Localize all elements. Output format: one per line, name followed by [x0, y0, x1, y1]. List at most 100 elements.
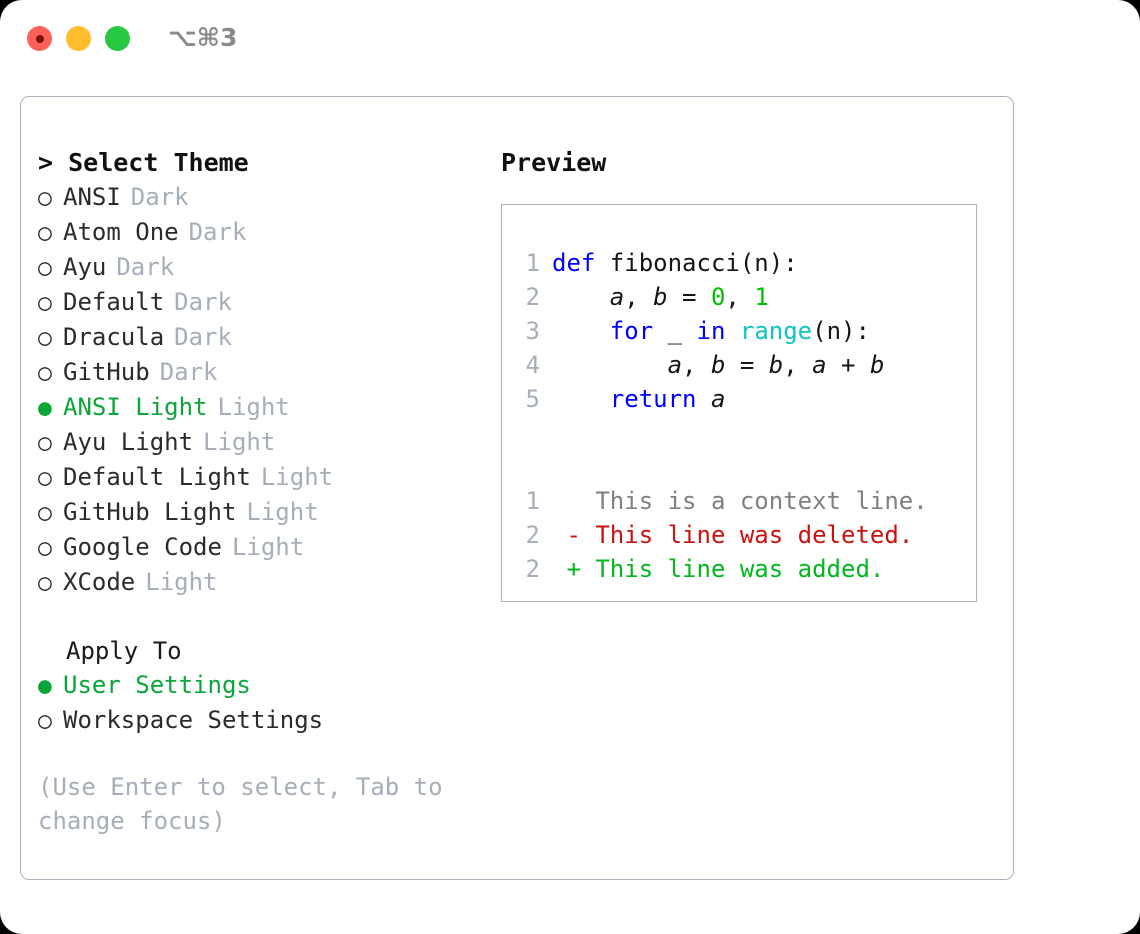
maximize-window-icon[interactable] — [105, 26, 130, 51]
apply-to-heading: Apply To — [66, 637, 182, 665]
keyboard-hint-text: (Use Enter to select, Tab to change focu… — [38, 773, 443, 835]
theme-option-variant-badge: Light — [203, 428, 276, 456]
minimize-window-icon[interactable] — [66, 26, 91, 51]
code-token: in — [696, 317, 726, 345]
code-token: b — [710, 351, 726, 379]
radio-selected-icon: ● — [38, 395, 52, 421]
theme-option-variant-badge: Light — [231, 533, 305, 561]
code-token: , — [624, 283, 654, 311]
code-token — [552, 283, 610, 311]
theme-option-variant-badge: Dark — [174, 323, 232, 351]
code-token: 0 — [710, 283, 726, 311]
code-token: _ — [653, 317, 697, 345]
code-blank-line — [514, 450, 928, 484]
code-token: b — [869, 351, 885, 379]
diff-text: This line was added. — [580, 555, 885, 583]
radio-unselected-icon: ○ — [38, 708, 52, 734]
diff-line: 2 - This line was deleted. — [514, 518, 928, 552]
code-line: 5 return a — [514, 382, 928, 416]
theme-option-label: Default — [63, 288, 165, 316]
code-token: 1 — [754, 283, 769, 311]
apply-to-option-label: Workspace Settings — [63, 706, 324, 734]
theme-option-label: Ayu Light — [63, 428, 194, 456]
radio-unselected-icon: ○ — [38, 535, 52, 561]
radio-unselected-icon: ○ — [38, 290, 52, 316]
keyboard-shortcut-label: ⌥⌘3 — [168, 23, 238, 52]
theme-option-google-code[interactable]: ○ Google Code Light — [38, 530, 488, 565]
theme-option-variant-badge: Dark — [188, 218, 247, 246]
theme-option-variant-badge: Dark — [116, 253, 175, 281]
code-token: a — [667, 351, 683, 379]
theme-option-label: ANSI Light — [63, 393, 208, 421]
line-number: 3 — [525, 317, 540, 345]
radio-unselected-icon: ○ — [38, 360, 52, 386]
radio-unselected-icon: ○ — [38, 465, 52, 491]
radio-unselected-icon: ○ — [38, 570, 52, 596]
diff-line: 2 + This line was added. — [514, 552, 928, 586]
code-token: a — [710, 385, 726, 413]
theme-option-label: Ayu — [63, 253, 107, 281]
code-token: (n): — [812, 317, 870, 345]
radio-unselected-icon: ○ — [38, 500, 52, 526]
code-token: , — [682, 351, 711, 379]
theme-option-ayu-light[interactable]: ○ Ayu Light Light — [38, 425, 488, 460]
code-line: 2 a, b = 0, 1 — [514, 280, 928, 314]
code-token — [725, 317, 739, 345]
theme-option-default[interactable]: ○ Default Dark — [38, 285, 488, 320]
theme-option-variant-badge: Dark — [159, 358, 218, 386]
code-token: = — [725, 351, 769, 379]
preview-title: Preview — [501, 148, 607, 177]
code-token: return — [609, 385, 697, 413]
line-number: 5 — [525, 385, 540, 413]
theme-option-label: Atom One — [63, 218, 179, 246]
line-number: 4 — [525, 351, 540, 379]
code-token: range — [739, 317, 813, 345]
code-token: b — [768, 351, 784, 379]
theme-option-variant-badge: Dark — [130, 183, 189, 211]
code-token — [552, 385, 610, 413]
line-number: 1 — [525, 249, 540, 277]
radio-unselected-icon: ○ — [38, 430, 52, 456]
close-window-icon[interactable] — [27, 26, 52, 51]
code-blank-line — [514, 416, 928, 450]
apply-to-option-list[interactable]: ●User Settings ○ Workspace Settings — [38, 668, 488, 738]
code-token: b — [653, 283, 668, 311]
radio-unselected-icon: ○ — [38, 325, 52, 351]
code-token: = — [667, 283, 711, 311]
code-token — [697, 385, 711, 413]
code-token: , — [783, 351, 813, 379]
theme-option-label: ANSI — [63, 183, 121, 211]
code-token: fibonacci(n): — [609, 249, 798, 277]
theme-option-variant-badge: Dark — [174, 288, 232, 316]
diff-sign: + — [552, 555, 581, 583]
diff-sign — [552, 487, 581, 515]
radio-unselected-icon: ○ — [38, 255, 52, 281]
radio-selected-icon: ● — [38, 673, 52, 699]
diff-text: This line was deleted. — [580, 521, 914, 549]
theme-option-label: Google Code — [63, 533, 222, 561]
theme-option-ayu[interactable]: ○ Ayu Dark — [38, 250, 488, 285]
apply-to-option-workspace-settings[interactable]: ○ Workspace Settings — [38, 703, 488, 738]
theme-option-variant-badge: Light — [246, 498, 319, 526]
apply-to-option-user-settings[interactable]: ●User Settings — [38, 668, 488, 703]
code-line: 4 a, b = b, a + b — [514, 348, 928, 382]
line-number: 2 — [525, 521, 540, 549]
theme-option-variant-badge: Light — [260, 463, 334, 491]
code-token: + — [826, 351, 870, 379]
code-token — [552, 351, 668, 379]
